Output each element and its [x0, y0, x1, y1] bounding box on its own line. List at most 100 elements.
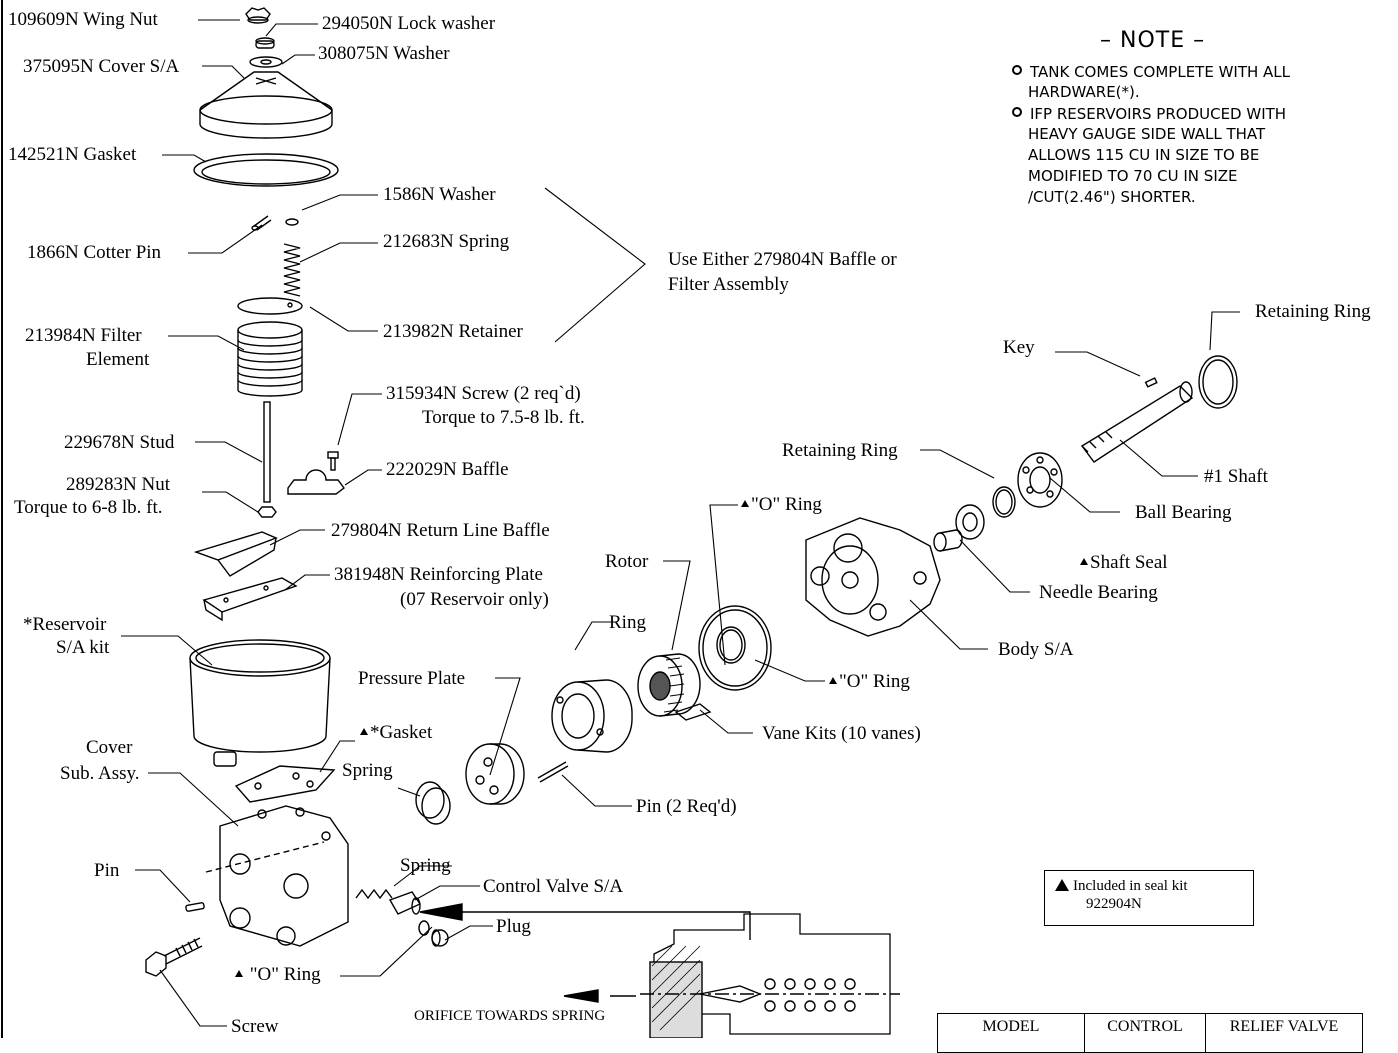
label-reservoir-2: S/A kit [56, 637, 110, 658]
leader-lines [121, 19, 1240, 1027]
label-shaft-seal: Shaft Seal [1080, 552, 1168, 574]
label-plug: Plug [496, 916, 531, 937]
label-key: Key [1003, 337, 1035, 358]
locating-pin [185, 902, 205, 912]
reservoir-gasket [234, 765, 336, 803]
seal-kit-line2: 922904N [1086, 896, 1142, 912]
spring-washer [285, 218, 299, 226]
label-reservoir-1: *Reservoir [23, 614, 107, 635]
note-text: TANK COMES COMPLETE WITH ALL [1030, 63, 1291, 81]
label-cover-sub-1: Cover [86, 737, 133, 758]
baffle [287, 469, 345, 495]
label-spring-212683: 212683N Spring [383, 231, 510, 252]
label-reinforcing-plate: 381948N Reinforcing Plate [334, 564, 543, 585]
wing-nut [245, 7, 271, 24]
model-table: MODEL CONTROL RELIEF VALVE [937, 1013, 1363, 1053]
shaft-seal [955, 504, 985, 540]
label-pin: Pin [94, 860, 120, 881]
cam-ring [551, 679, 633, 753]
seal-kit-marker-icon [829, 677, 837, 684]
seal-kit-triangle-icon [1055, 879, 1069, 891]
upper-o-ring [716, 626, 746, 664]
note-bullet2-line3: ALLOWS 115 CU IN SIZE TO BE [1028, 146, 1260, 164]
label-shaft: #1 Shaft [1204, 466, 1268, 487]
label-cover-sa: 375095N Cover S/A [23, 56, 180, 77]
plug [431, 929, 449, 947]
label-stud: 229678N Stud [64, 432, 175, 453]
body [805, 517, 941, 637]
screw-bolt [145, 937, 203, 977]
label-reinforcing-plate-note: (07 Reservoir only) [400, 589, 549, 610]
table-header-control: CONTROL [1084, 1013, 1206, 1053]
label-o-ring-upper-text: "O" Ring [751, 494, 822, 515]
label-filter-element-1: 213984N Filter [25, 325, 142, 346]
screw-small [327, 451, 339, 471]
label-cotter-pin: 1866N Cotter Pin [27, 242, 162, 263]
filter-spring [283, 243, 301, 297]
note-bullet1-line1: TANK COMES COMPLETE WITH ALL [1012, 62, 1290, 82]
label-screw-torque: Torque to 7.5-8 lb. ft. [422, 407, 585, 428]
label-pressure-plate: Pressure Plate [358, 668, 466, 689]
label-nut-torque: Torque to 6-8 lb. ft. [14, 497, 163, 518]
cotter-pin [251, 215, 272, 231]
label-shaft-seal-text: Shaft Seal [1090, 552, 1168, 573]
nut [257, 506, 277, 518]
label-lock-washer: 294050N Lock washer [322, 13, 496, 34]
table-header-relief-valve: RELIEF VALVE [1205, 1013, 1363, 1053]
seal-kit-text: Included in seal kit [1073, 878, 1188, 894]
pump-spring [415, 781, 451, 825]
label-nut: 289283N Nut [66, 474, 170, 495]
label-return-line-baffle: 279804N Return Line Baffle [331, 520, 550, 541]
drive-shaft [1080, 381, 1194, 463]
label-control-valve: Control Valve S/A [483, 876, 624, 897]
label-retaining-ring-mid: Retaining Ring [782, 440, 898, 461]
stud [263, 401, 271, 503]
seal-kit-line1: Included in seal kit [1055, 877, 1245, 895]
ball-bearing [1017, 452, 1063, 508]
label-screw: Screw [231, 1016, 279, 1037]
label-pump-pin: Pin (2 Req'd) [636, 796, 737, 817]
label-retaining-ring-top: Retaining Ring [1255, 301, 1371, 322]
label-gasket-star-text: *Gasket [370, 722, 433, 743]
cover-sub-assembly [205, 805, 349, 947]
gasket [193, 153, 339, 187]
reservoir [189, 639, 331, 767]
label-retainer: 213982N Retainer [383, 321, 523, 342]
label-gasket: 142521N Gasket [8, 144, 137, 165]
label-needle-bearing: Needle Bearing [1039, 582, 1158, 603]
control-valve-arrow [419, 903, 751, 940]
note-bullet2-line4: MODIFIED TO 70 CU IN SIZE [1028, 167, 1238, 185]
note-text: IFP RESERVOIRS PRODUCED WITH [1030, 105, 1287, 123]
label-filter-element-2: Element [86, 349, 150, 370]
label-o-ring-mid-text: "O" Ring [839, 671, 910, 692]
seal-kit-legend: Included in seal kit 922904N [1044, 870, 1254, 926]
key [1144, 377, 1158, 388]
label-reservoir-gasket: *Gasket [360, 722, 432, 744]
lock-washer [255, 37, 275, 49]
cover [199, 71, 333, 139]
reinforcing-plate [202, 577, 298, 622]
label-ball-bearing: Ball Bearing [1135, 502, 1232, 523]
label-cover-sub-2: Sub. Assy. [60, 763, 140, 784]
control-valve [388, 891, 422, 915]
label-o-ring-bottom-text: "O" Ring [249, 964, 321, 985]
bullet-icon [1012, 107, 1022, 117]
pressure-plate [465, 743, 525, 805]
label-wing-nut: 109609N Wing Nut [8, 9, 158, 30]
label-body-sa: Body S/A [998, 639, 1074, 660]
label-baffle-222029: 222029N Baffle [386, 459, 509, 480]
large-o-ring [698, 605, 772, 691]
label-orifice: ORIFICE TOWARDS SPRING [414, 1008, 606, 1024]
seal-kit-marker-icon [1080, 558, 1088, 565]
bullet-icon [1012, 65, 1022, 75]
control-spring [355, 888, 393, 900]
table-header-model: MODEL [937, 1013, 1085, 1053]
table-header-row: MODEL CONTROL RELIEF VALVE [937, 1013, 1363, 1053]
filter-element [237, 321, 303, 397]
label-washer-1586: 1586N Washer [383, 184, 496, 205]
label-baffle-or-filter-1: Use Either 279804N Baffle or [668, 249, 897, 270]
rotor [637, 653, 701, 717]
note-bullet2-line2: HEAVY GAUGE SIDE WALL THAT [1028, 125, 1266, 143]
valve-section-view [563, 913, 900, 1038]
